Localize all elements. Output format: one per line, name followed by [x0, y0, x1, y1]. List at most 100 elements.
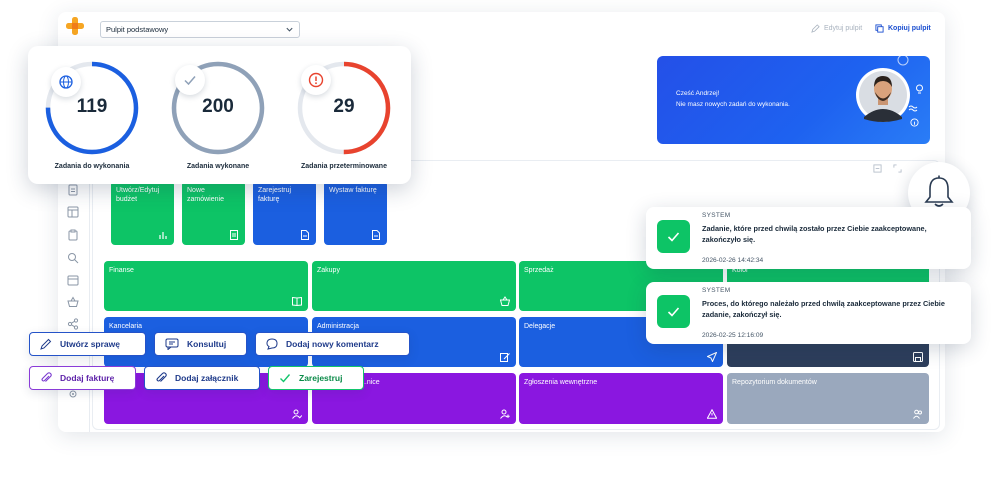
expand-icon[interactable] — [893, 164, 902, 173]
edit-dashboard-button[interactable]: Edytuj pulpit — [811, 24, 862, 33]
save-icon — [913, 352, 923, 362]
gauge-value: 119 — [76, 96, 108, 117]
module-zakupy[interactable]: Zakupy — [312, 261, 516, 311]
gauge-value: 29 — [333, 96, 355, 117]
check-icon — [667, 307, 680, 317]
module-repozytorium[interactable]: Repozytorium dokumentów — [727, 373, 929, 424]
gauge-todo[interactable]: 119 — [42, 58, 142, 158]
quick-tile-issue-invoice[interactable]: Wystaw fakturę — [324, 181, 387, 245]
quick-tile-order[interactable]: Nowe zamówienie — [182, 181, 245, 245]
quick-tile-label: Rejestruj sprawę — [613, 187, 666, 194]
gauge-ring — [171, 61, 265, 155]
module-label: Delegacje — [524, 323, 556, 330]
app-logo-icon — [66, 17, 84, 35]
dashboard-select[interactable]: Pulpit podstawowy — [100, 21, 300, 38]
add-attachment-label: Dodaj załącznik — [175, 373, 239, 383]
quick-tile-label: Zarejestruj fakturę — [258, 187, 292, 203]
module-label: ...nice — [361, 379, 380, 386]
quick-tile-label: eNadawca - wyślij — [542, 187, 580, 203]
module-zgloszenia[interactable]: Zgłoszenia wewnętrzne — [519, 373, 723, 424]
share-icon[interactable] — [67, 318, 79, 330]
register-label: Zarejestruj — [299, 373, 343, 383]
module-label: Zgłoszenia wewnętrzne — [524, 379, 598, 386]
notification-source: SYSTEM — [702, 287, 731, 294]
copy-icon — [875, 24, 884, 33]
minimize-icon[interactable] — [873, 164, 882, 173]
file-icon — [372, 230, 380, 240]
check-icon — [667, 232, 680, 242]
comment-icon — [266, 338, 278, 350]
gauge-arc — [171, 61, 265, 155]
register-button[interactable]: Zarejestruj — [268, 366, 364, 390]
calendar-icon[interactable] — [67, 274, 79, 286]
sidebar — [58, 165, 90, 432]
quick-tile-label: Nowe zamówienie — [187, 187, 224, 203]
document-icon[interactable] — [67, 184, 79, 196]
basket-icon[interactable] — [67, 296, 79, 308]
check-icon — [280, 374, 291, 383]
gauge-done[interactable]: 200 — [168, 58, 268, 158]
gauge-arc — [45, 61, 139, 155]
settings-icon[interactable] — [67, 388, 79, 400]
gauge-value: 200 — [202, 96, 234, 117]
add-invoice-button[interactable]: Dodaj fakturę — [29, 366, 136, 390]
lightbulb-icon — [916, 84, 923, 94]
quick-tile-send-letter[interactable]: Wyślij pismo/przesyłkę — [466, 181, 529, 245]
quick-tile-label: Rejestruj pismo — [400, 187, 449, 194]
gauge-label: Zadania do wykonania — [54, 163, 130, 170]
notification-message: Zadanie, które przed chwilą zostało prze… — [702, 224, 927, 244]
quick-tile-budget[interactable]: Utwórz/Edytuj budżet — [111, 181, 174, 245]
welcome-greeting: Cześć Andrzej! — [676, 90, 720, 97]
notification-status — [657, 295, 690, 328]
welcome-card: Cześć Andrzej! Nie masz nowych zadań do … — [657, 54, 930, 144]
consult-label: Konsultuj — [187, 339, 227, 349]
archive-icon — [584, 230, 594, 240]
consult-button[interactable]: Konsultuj — [154, 332, 247, 356]
search-icon[interactable] — [67, 252, 79, 264]
module-label: Kancelaria — [109, 323, 143, 330]
module-administracja[interactable]: Administracja — [312, 317, 516, 367]
quick-tile-register-letter[interactable]: Rejestruj pismo — [395, 181, 458, 245]
quick-tile-register-invoice[interactable]: Zarejestruj fakturę — [253, 181, 316, 245]
pencil-icon — [811, 24, 820, 33]
warning-icon — [707, 409, 717, 419]
user-check-icon — [292, 409, 302, 419]
copy-dashboard-button[interactable]: Kopiuj pulpit — [875, 24, 931, 33]
check-icon — [184, 76, 196, 86]
paperclip-icon — [156, 372, 167, 382]
chart-icon — [159, 232, 167, 239]
module-finanse[interactable]: Finanse — [104, 261, 308, 311]
clipboard-icon[interactable] — [67, 229, 79, 241]
gauge-ring — [45, 61, 139, 155]
add-comment-label: Dodaj nowy komentarz — [286, 339, 379, 349]
create-case-button[interactable]: Utwórz sprawę — [29, 332, 146, 356]
info-icon — [910, 118, 919, 127]
layout-icon[interactable] — [67, 206, 79, 218]
quick-tile-label: Utwórz/Edytuj budżet — [116, 187, 160, 203]
basket-icon — [500, 296, 510, 306]
module-label: Kolor — [732, 267, 749, 274]
users-icon — [913, 409, 922, 419]
document-icon — [230, 230, 238, 240]
add-comment-button[interactable]: Dodaj nowy komentarz — [255, 332, 410, 356]
notification-message: Proces, do którego należało przed chwilą… — [702, 299, 945, 319]
quick-tile-enadawca[interactable]: eNadawca - wyślij — [537, 181, 600, 245]
gauge-overdue[interactable]: 29 — [294, 58, 394, 158]
gauge-badge — [301, 65, 331, 95]
mail-icon — [442, 231, 452, 239]
gauge-label: Zadania przeterminowane — [301, 163, 387, 170]
gauge-ring — [297, 61, 391, 155]
quick-tile-register-case[interactable]: Rejestruj sprawę — [608, 181, 671, 245]
wave-icon — [908, 105, 918, 112]
notification-item[interactable]: SYSTEM Zadanie, które przed chwilą zosta… — [646, 207, 971, 269]
book-icon — [292, 296, 302, 306]
quick-tile-label: Wyślij pismo/przesyłkę — [471, 187, 522, 203]
notification-item[interactable]: SYSTEM Proces, do którego należało przed… — [646, 282, 971, 344]
send-icon — [513, 230, 523, 240]
welcome-subtitle: Nie masz nowych zadań do wykonania. — [676, 101, 790, 108]
stats-card: 119 Zadania do wykonania 200 Zadania wyk… — [28, 46, 411, 184]
copy-dashboard-label: Kopiuj pulpit — [888, 25, 931, 32]
add-attachment-button[interactable]: Dodaj załącznik — [144, 366, 260, 390]
pencil-icon — [40, 338, 52, 350]
gauge-arc — [297, 61, 391, 155]
